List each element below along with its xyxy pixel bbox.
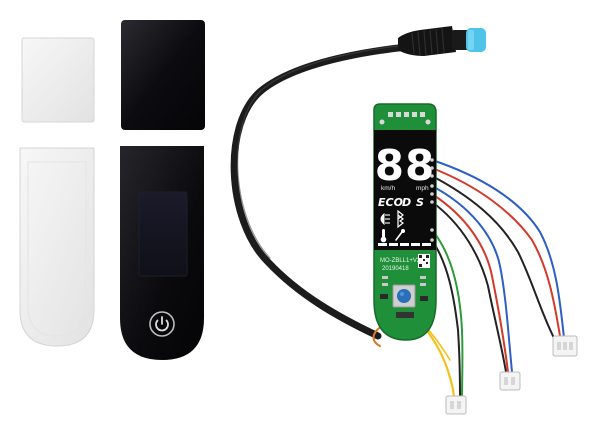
dashboard-cover-set [120,20,205,360]
power-button-ring [149,311,175,337]
cable-highlight [237,41,441,259]
dashboard-cover-top [121,20,205,130]
pcb-qr-sticker [418,254,430,268]
main-cable [230,26,486,340]
headlight-icon [380,212,390,226]
cover-screen-window [138,191,188,277]
pcb-model-label: MO-ZBLL1+V2 [380,258,421,264]
cable-wire [230,40,446,340]
cable-connector [398,26,486,56]
unit-kmh: km/h [381,185,395,192]
speed-digits: 88 [375,141,435,190]
film-inner-outline [27,161,87,337]
dashboard-pcb: 88 km/h mph ECO D S [373,103,437,341]
small-connectors [445,335,578,415]
mode-eco: ECO [378,196,403,209]
protective-film-bottom [19,147,95,347]
mode-s: S [416,196,424,209]
power-icon [155,316,169,332]
pcb-solder-pads [379,112,431,125]
thermometer-icon [380,229,387,243]
pcb-date-code: 20190418 [382,266,409,272]
wrench-icon [395,229,405,241]
bluetooth-icon [397,209,405,229]
mode-d: D [402,196,411,209]
protective-film-top [21,37,95,123]
protective-film-set [19,37,95,347]
unit-mph: mph [416,185,429,192]
pcb-wire-solder-points [430,158,434,242]
pcb-power-button [392,284,416,308]
connector-white-2pin [499,371,521,391]
pcb-components [380,276,428,318]
battery-bars [378,243,431,246]
connector-white-3pin [552,335,578,357]
connector-white-2pin-yellow [445,395,467,415]
wire-harness [372,159,565,398]
